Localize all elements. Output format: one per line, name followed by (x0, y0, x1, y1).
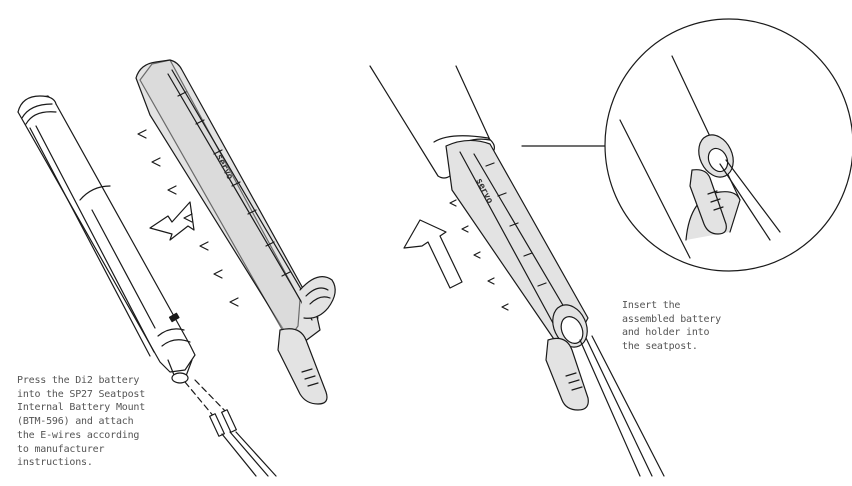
arrow-up-icon (403, 219, 463, 289)
detail-circle-icon (604, 18, 852, 272)
e-wire-icon (209, 409, 277, 477)
inserted-holder-icon (445, 139, 665, 477)
battery-holder-icon (135, 59, 336, 405)
step-1-caption: Press the Di2 battery into the SP27 Seat… (17, 375, 146, 469)
di2-battery-icon (17, 95, 196, 384)
step-2-caption: Insert the assembled battery and holder … (622, 300, 721, 353)
arrow-right-icon (149, 201, 195, 241)
